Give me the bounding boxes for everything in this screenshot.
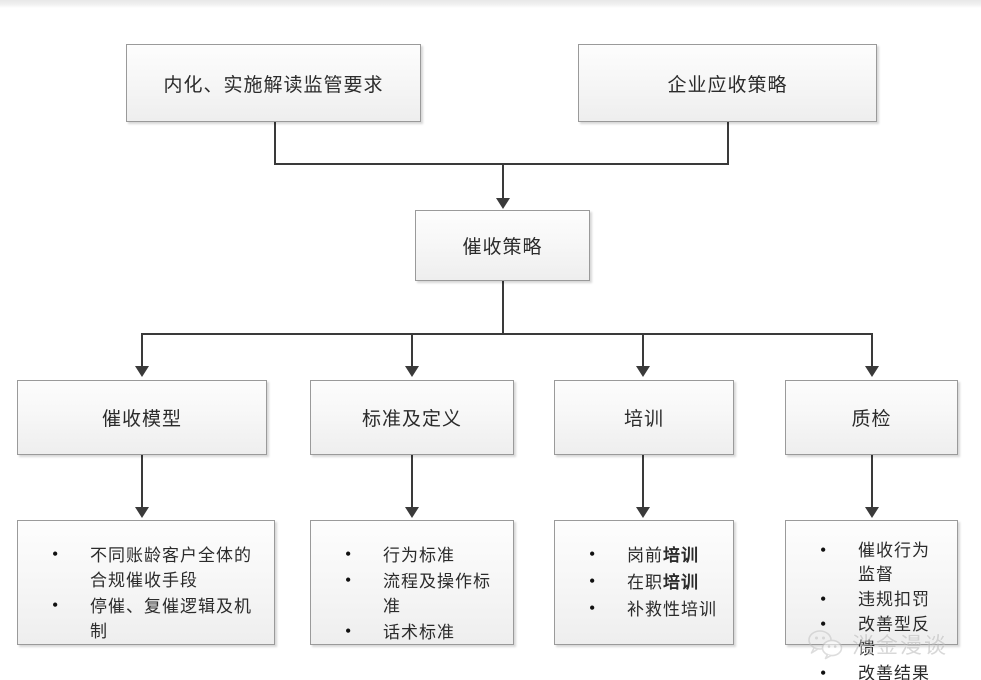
connector-branch-3-down [642, 333, 644, 367]
node-branch-3-label: 培训 [623, 409, 664, 430]
list-item: 流程及操作标准 [345, 568, 503, 619]
connector-merge-to-center [502, 163, 504, 199]
list-item: 停催、复催逻辑及机制 [52, 593, 264, 644]
arrowhead-branch-4 [865, 366, 879, 377]
arrowhead-detail-1 [135, 507, 149, 518]
connector-detail-4-down [871, 455, 873, 508]
node-top-right-label: 企业应收策略 [667, 74, 788, 96]
list-item: 在职培训 [589, 569, 723, 596]
node-detail-collection-model[interactable]: 不同账龄客户全体的合规催收手段 停催、复催逻辑及机制 [17, 520, 275, 645]
node-detail-quality-check[interactable]: 催收行为监督 违规扣罚 改善型反馈 改善结果跟踪 [785, 520, 958, 680]
arrowhead-detail-4 [865, 507, 879, 518]
arrowhead-branch-3 [636, 366, 650, 377]
node-branch-1-label: 催收模型 [101, 409, 182, 430]
node-center-strategy[interactable]: 催收策略 [415, 210, 590, 281]
connector-detail-3-down [642, 455, 644, 508]
arrowhead-branch-2 [405, 366, 419, 377]
node-detail-standards[interactable]: 行为标准 流程及操作标准 话术标准 [310, 520, 514, 645]
list-item-prefix: 在职 [627, 573, 663, 592]
list-item-emphasis: 培训 [663, 546, 699, 566]
connector-detail-1-down [141, 455, 143, 508]
list-item: 改善型反馈 [820, 612, 947, 661]
node-center-strategy-label: 催收策略 [462, 237, 543, 258]
list-item: 行为标准 [345, 542, 503, 568]
node-branch-collection-model[interactable]: 催收模型 [17, 380, 267, 455]
list-item-prefix: 岗前 [627, 546, 663, 565]
connector-branch-2-down [411, 333, 413, 367]
arrowhead-branch-1 [135, 366, 149, 377]
bullet-list-1: 不同账龄客户全体的合规催收手段 停催、复催逻辑及机制 [18, 521, 274, 655]
bullet-list-4: 催收行为监督 违规扣罚 改善型反馈 改善结果跟踪 [786, 521, 957, 680]
connector-detail-2-down [411, 455, 413, 508]
arrowhead-detail-3 [636, 507, 650, 518]
arrowhead-detail-2 [405, 507, 419, 518]
connector-top-left-down [274, 122, 276, 165]
top-edge-strip [0, 0, 981, 8]
list-item: 不同账龄客户全体的合规催收手段 [52, 542, 264, 593]
list-item: 违规扣罚 [820, 587, 947, 612]
node-branch-training[interactable]: 培训 [554, 380, 734, 455]
bullet-list-3: 岗前培训 在职培训 补救性培训 [555, 521, 733, 633]
node-top-right[interactable]: 企业应收策略 [578, 44, 877, 122]
list-item: 催收行为监督 [820, 538, 947, 587]
connector-top-right-down [727, 122, 729, 165]
arrowhead-to-center [496, 198, 510, 209]
connector-top-merge-bar [274, 163, 729, 165]
node-top-left[interactable]: 内化、实施解读监管要求 [126, 44, 421, 122]
node-branch-2-label: 标准及定义 [361, 409, 462, 430]
bullet-list-2: 行为标准 流程及操作标准 话术标准 [311, 521, 513, 656]
node-branch-4-label: 质检 [851, 409, 892, 430]
list-item: 话术标准 [345, 619, 503, 645]
node-detail-training[interactable]: 岗前培训 在职培训 补救性培训 [554, 520, 734, 645]
connector-center-down [502, 281, 504, 335]
list-item: 补救性培训 [589, 596, 723, 622]
list-item: 岗前培训 [589, 542, 723, 569]
connector-branch-1-down [141, 333, 143, 367]
connector-branch-bar [141, 333, 872, 335]
list-item-emphasis: 培训 [663, 573, 699, 593]
node-branch-quality-check[interactable]: 质检 [785, 380, 958, 455]
connector-branch-4-down [871, 333, 873, 367]
node-top-left-label: 内化、实施解读监管要求 [163, 74, 384, 96]
list-item: 改善结果跟踪 [820, 661, 947, 680]
node-branch-standards[interactable]: 标准及定义 [310, 380, 514, 455]
